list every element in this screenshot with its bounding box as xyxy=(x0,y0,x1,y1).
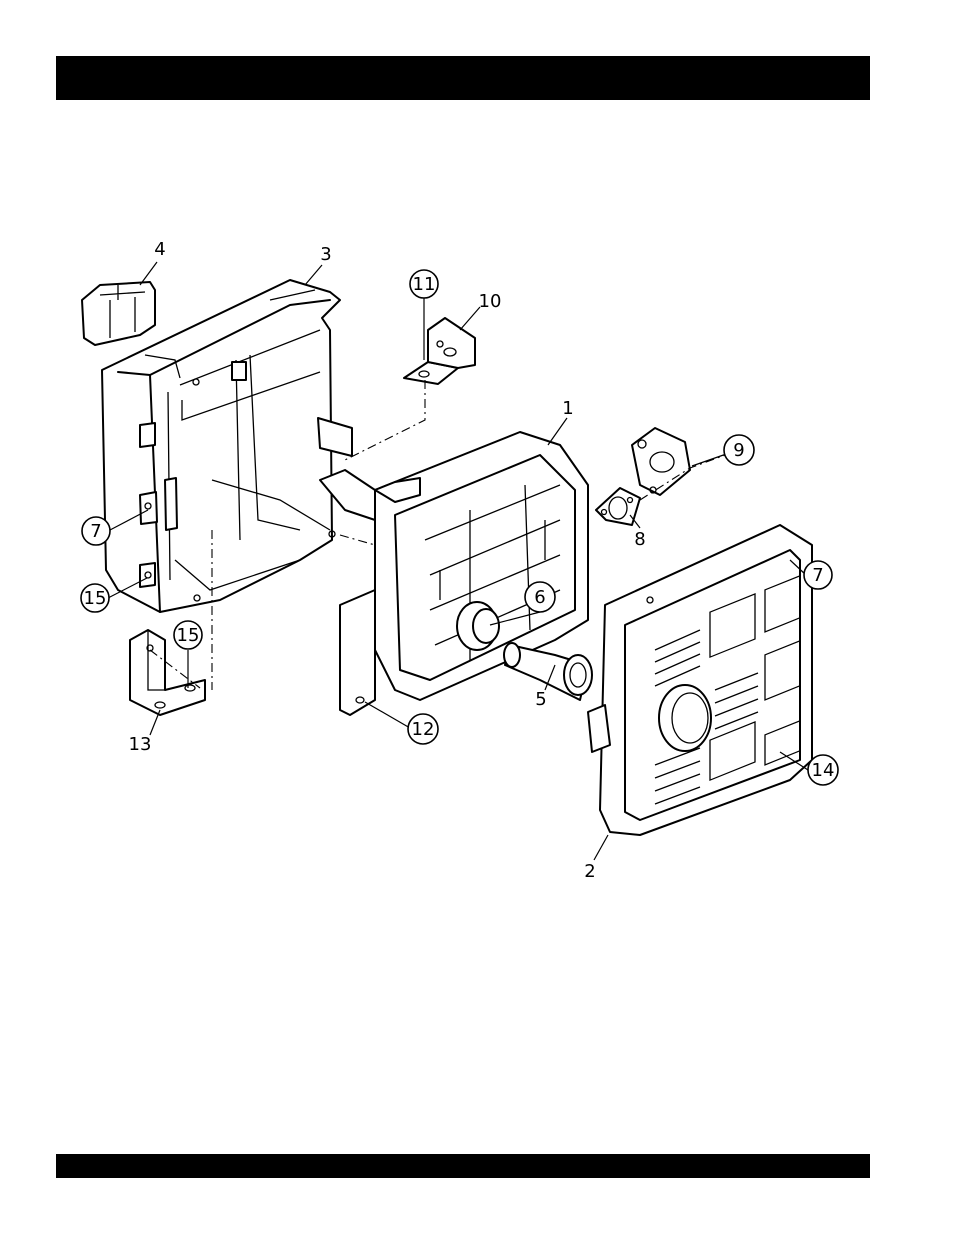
part-5-tailpipe xyxy=(504,643,592,700)
callout-1: 1 xyxy=(562,398,573,419)
callout-11: 11 xyxy=(413,274,436,295)
part-4-cover xyxy=(82,282,155,345)
callout-15-left: 15 xyxy=(84,588,107,609)
callout-7-right: 7 xyxy=(812,565,823,586)
callout-15-bracket: 15 xyxy=(177,625,200,646)
callout-13: 13 xyxy=(129,734,152,755)
callout-12: 12 xyxy=(412,719,435,740)
part-2-protector xyxy=(588,525,812,835)
part-10-bracket xyxy=(404,318,475,384)
callout-6: 6 xyxy=(534,587,545,608)
callout-8: 8 xyxy=(634,529,645,550)
callout-14: 14 xyxy=(812,760,835,781)
callout-3: 3 xyxy=(320,244,331,265)
callout-5: 5 xyxy=(535,689,546,710)
part-9-flange xyxy=(632,428,690,495)
callout-4: 4 xyxy=(154,239,165,260)
callout-10: 10 xyxy=(479,291,502,312)
callout-9: 9 xyxy=(733,440,744,461)
callout-2: 2 xyxy=(584,861,595,882)
callout-7-left: 7 xyxy=(90,521,101,542)
